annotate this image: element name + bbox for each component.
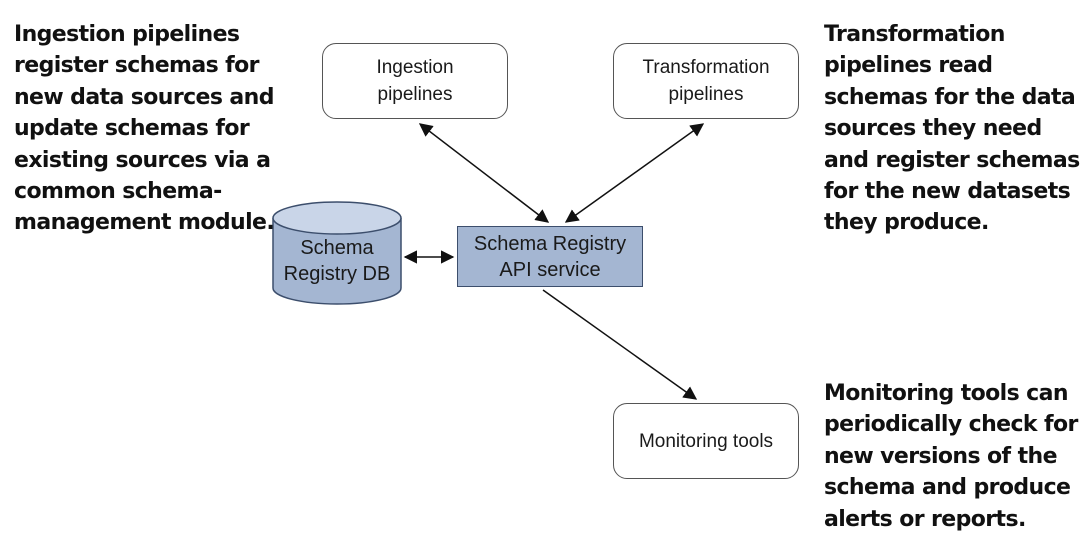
schema-registry-api-node: Schema Registry API service xyxy=(457,226,643,287)
node-label: Schema Registry xyxy=(473,232,627,255)
ingestion-annotation: Ingestion pipelines register schemas for… xyxy=(14,19,275,239)
annotation-line: schema and produce xyxy=(824,475,1071,501)
node-label: Schema xyxy=(300,237,374,259)
annotation-line: sources they need xyxy=(824,116,1042,142)
schema-registry-db-node: Schema Registry DB xyxy=(273,236,401,286)
annotation-line: they produce. xyxy=(824,210,989,236)
annotation-line: schemas for the data xyxy=(824,84,1076,110)
monitoring-annotation: Monitoring tools can periodically check … xyxy=(824,378,1078,535)
node-label: Ingestion xyxy=(376,57,454,78)
edge-api-monitoring xyxy=(542,289,698,400)
annotation-line: for the new datasets xyxy=(824,179,1071,205)
edge-transformation-api xyxy=(564,123,705,223)
annotation-line: register schemas for xyxy=(14,53,259,79)
ingestion-pipelines-node: Ingestion pipelines xyxy=(322,43,508,119)
annotation-line: Transformation xyxy=(824,22,1005,47)
node-label: Registry DB xyxy=(283,263,391,285)
annotation-line: management module. xyxy=(14,210,275,236)
node-label: pipelines xyxy=(668,84,744,105)
edge-ingestion-api xyxy=(418,123,550,223)
monitoring-tools-node: Monitoring tools xyxy=(613,403,799,479)
database-cylinder xyxy=(272,201,402,305)
transformation-annotation: Transformation pipelines read schemas fo… xyxy=(824,19,1080,239)
annotation-line: pipelines read xyxy=(824,53,993,79)
annotation-line: new versions of the xyxy=(824,443,1057,469)
node-label: pipelines xyxy=(377,84,453,105)
annotation-line: and register schemas xyxy=(824,147,1080,173)
transformation-pipelines-node: Transformation pipelines xyxy=(613,43,799,119)
annotation-line: common schema- xyxy=(14,179,222,205)
annotation-line: Monitoring tools can xyxy=(824,381,1068,406)
node-label: API service xyxy=(499,258,601,281)
node-label: Monitoring tools xyxy=(638,430,774,452)
annotation-line: existing sources via a xyxy=(14,147,271,173)
annotation-line: Ingestion pipelines xyxy=(14,22,240,47)
node-label: Transformation xyxy=(642,57,770,78)
annotation-line: periodically check for xyxy=(824,412,1078,438)
annotation-line: update schemas for xyxy=(14,116,250,142)
annotation-line: new data sources and xyxy=(14,84,274,110)
annotation-line: alerts or reports. xyxy=(824,506,1026,532)
